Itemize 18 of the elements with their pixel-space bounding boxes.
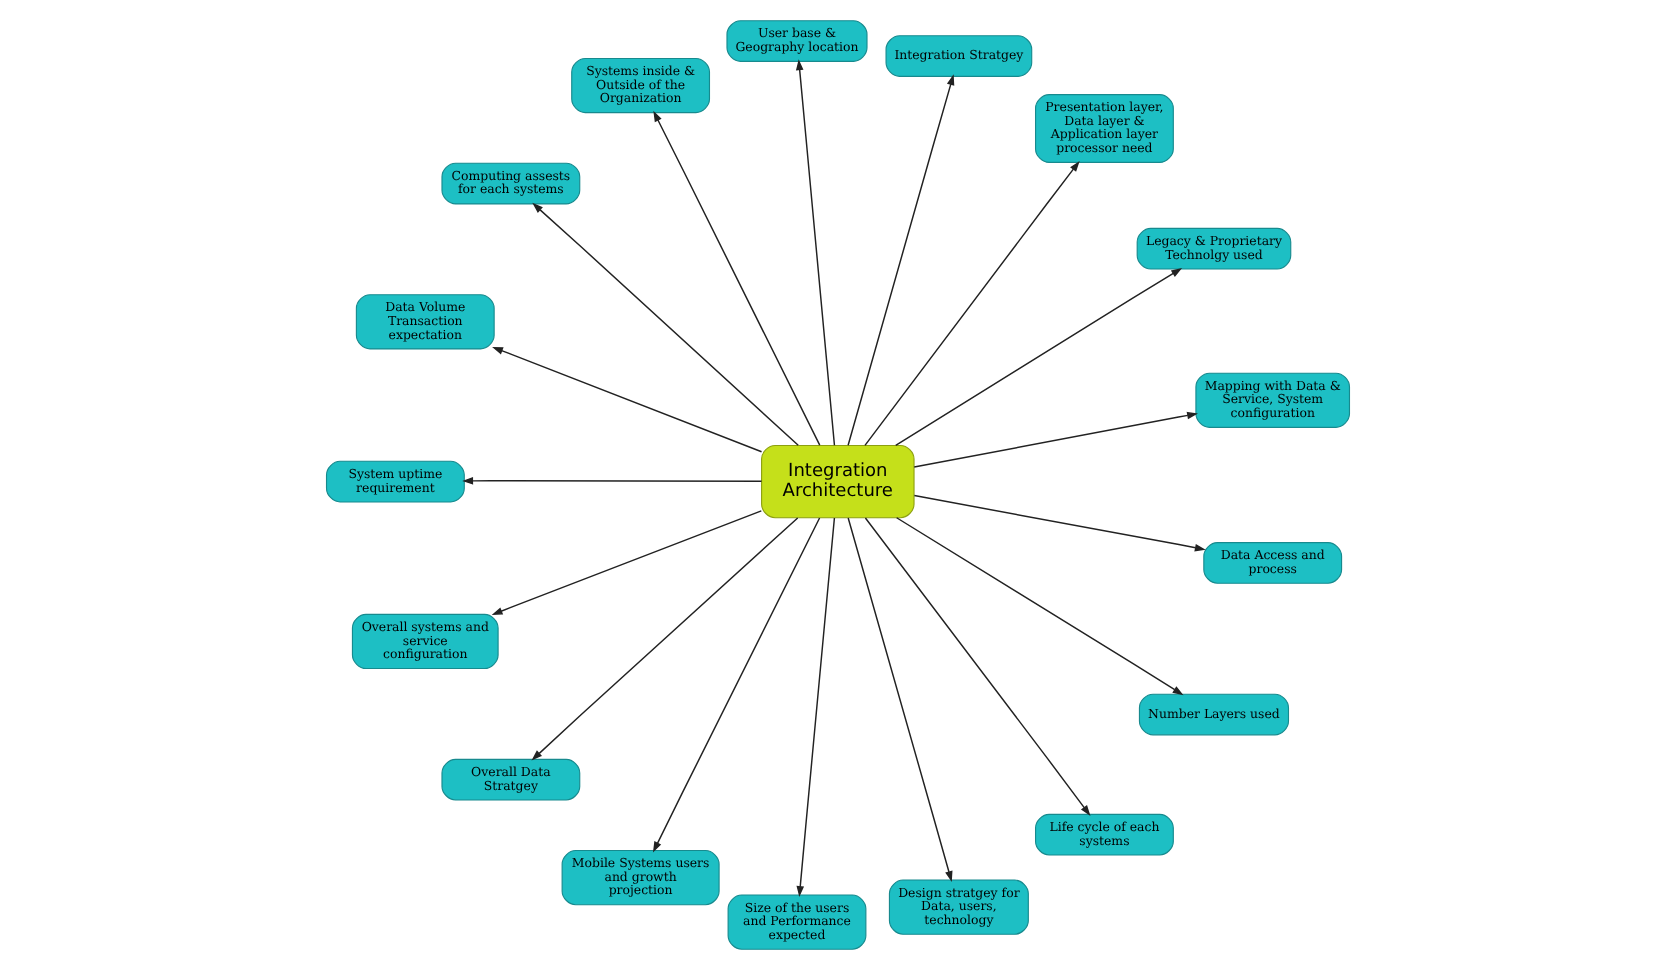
arrow bbox=[864, 160, 1080, 447]
node-box: Integration Architecture bbox=[761, 444, 915, 519]
arrow bbox=[795, 59, 836, 446]
arrow bbox=[847, 517, 953, 882]
arrow bbox=[913, 411, 1198, 468]
arrow bbox=[462, 477, 763, 485]
arrow bbox=[847, 74, 955, 446]
arrow bbox=[895, 268, 1183, 447]
arrow bbox=[532, 202, 799, 446]
arrow bbox=[796, 517, 836, 897]
arrow bbox=[531, 517, 799, 761]
arrow bbox=[652, 517, 821, 853]
arrow bbox=[864, 517, 1091, 816]
arrow bbox=[492, 347, 763, 453]
arrow bbox=[491, 510, 763, 615]
arrow bbox=[895, 517, 1184, 696]
arrow bbox=[653, 110, 821, 446]
arrow bbox=[913, 494, 1206, 552]
